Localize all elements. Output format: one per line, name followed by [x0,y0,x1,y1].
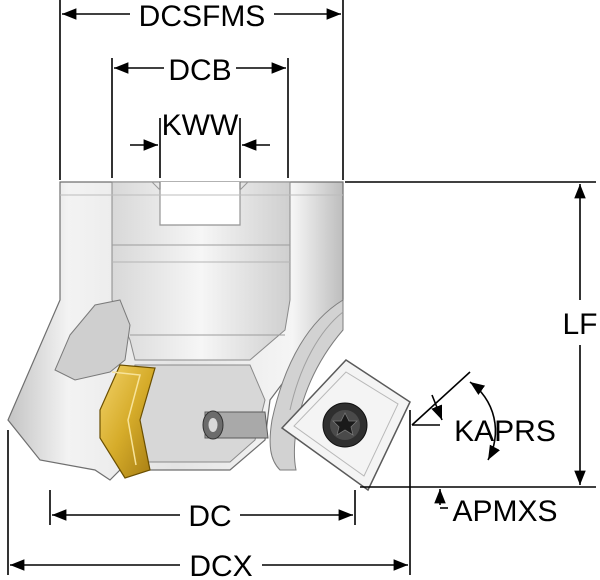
label-lf: LF [562,308,597,341]
label-dcb: DCB [168,54,231,87]
label-dcsfms: DCSFMS [139,0,266,33]
dimension-lines [7,0,596,575]
left-insert [99,364,156,479]
label-apmxs: APMXS [452,495,557,528]
label-kww: KWW [162,109,239,142]
right-insert [280,359,411,492]
label-kaprs: KAPRS [454,415,556,448]
label-dc: DC [188,500,231,533]
label-dcx: DCX [189,550,252,580]
